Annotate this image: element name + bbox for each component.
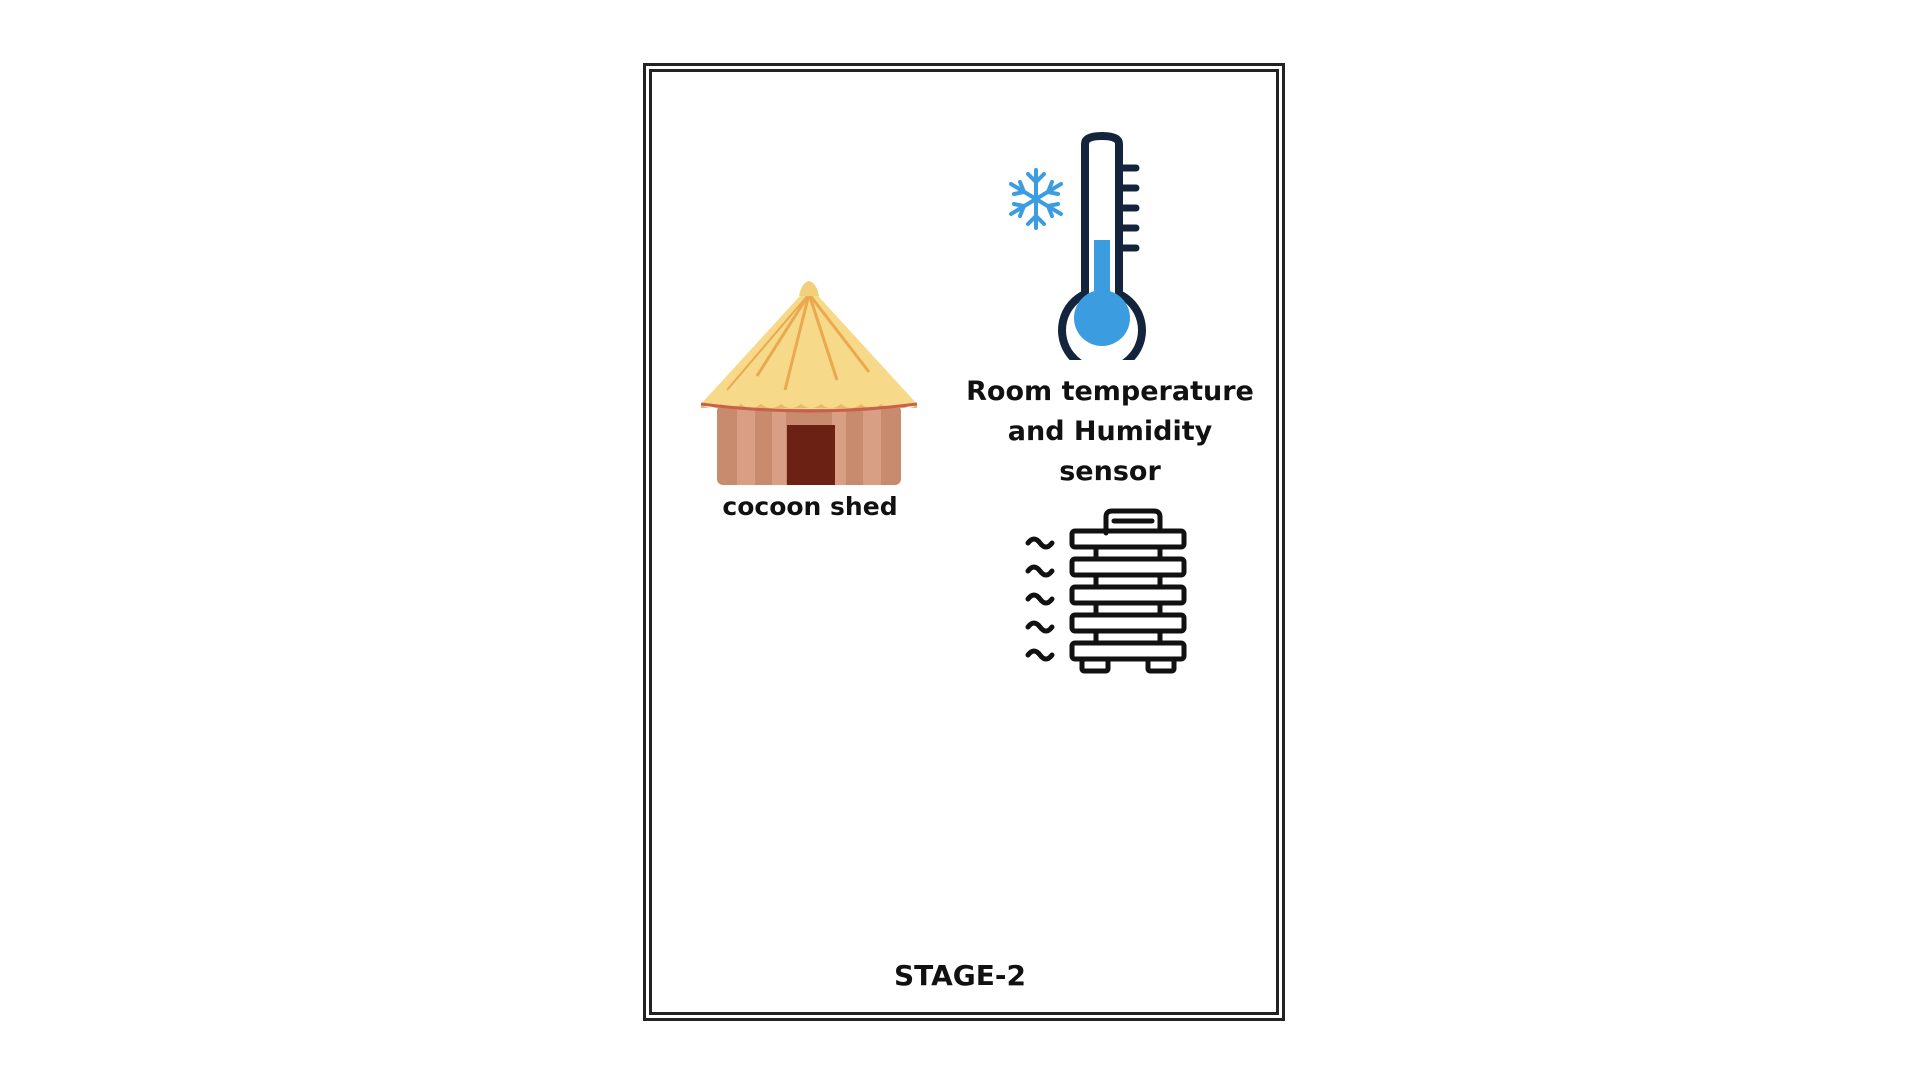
sensor-label-line-2: and Humidity	[1007, 416, 1213, 447]
cocoon-shed-label: cocoon shed	[722, 492, 898, 521]
stage-label: STAGE-2	[894, 959, 1026, 992]
hut-icon	[700, 281, 918, 485]
sensor-label-line-3: sensor	[1059, 456, 1161, 487]
sensor-label: Room temperature and Humidity sensor	[960, 372, 1260, 492]
radiator-heater-icon	[1025, 508, 1187, 674]
snowflake-icon	[1009, 168, 1063, 230]
diagram-frame-inner	[649, 69, 1279, 1015]
sensor-label-line-1: Room temperature	[966, 376, 1254, 407]
thermometer-icon	[1009, 132, 1146, 360]
diagram-frame	[643, 63, 1285, 1021]
